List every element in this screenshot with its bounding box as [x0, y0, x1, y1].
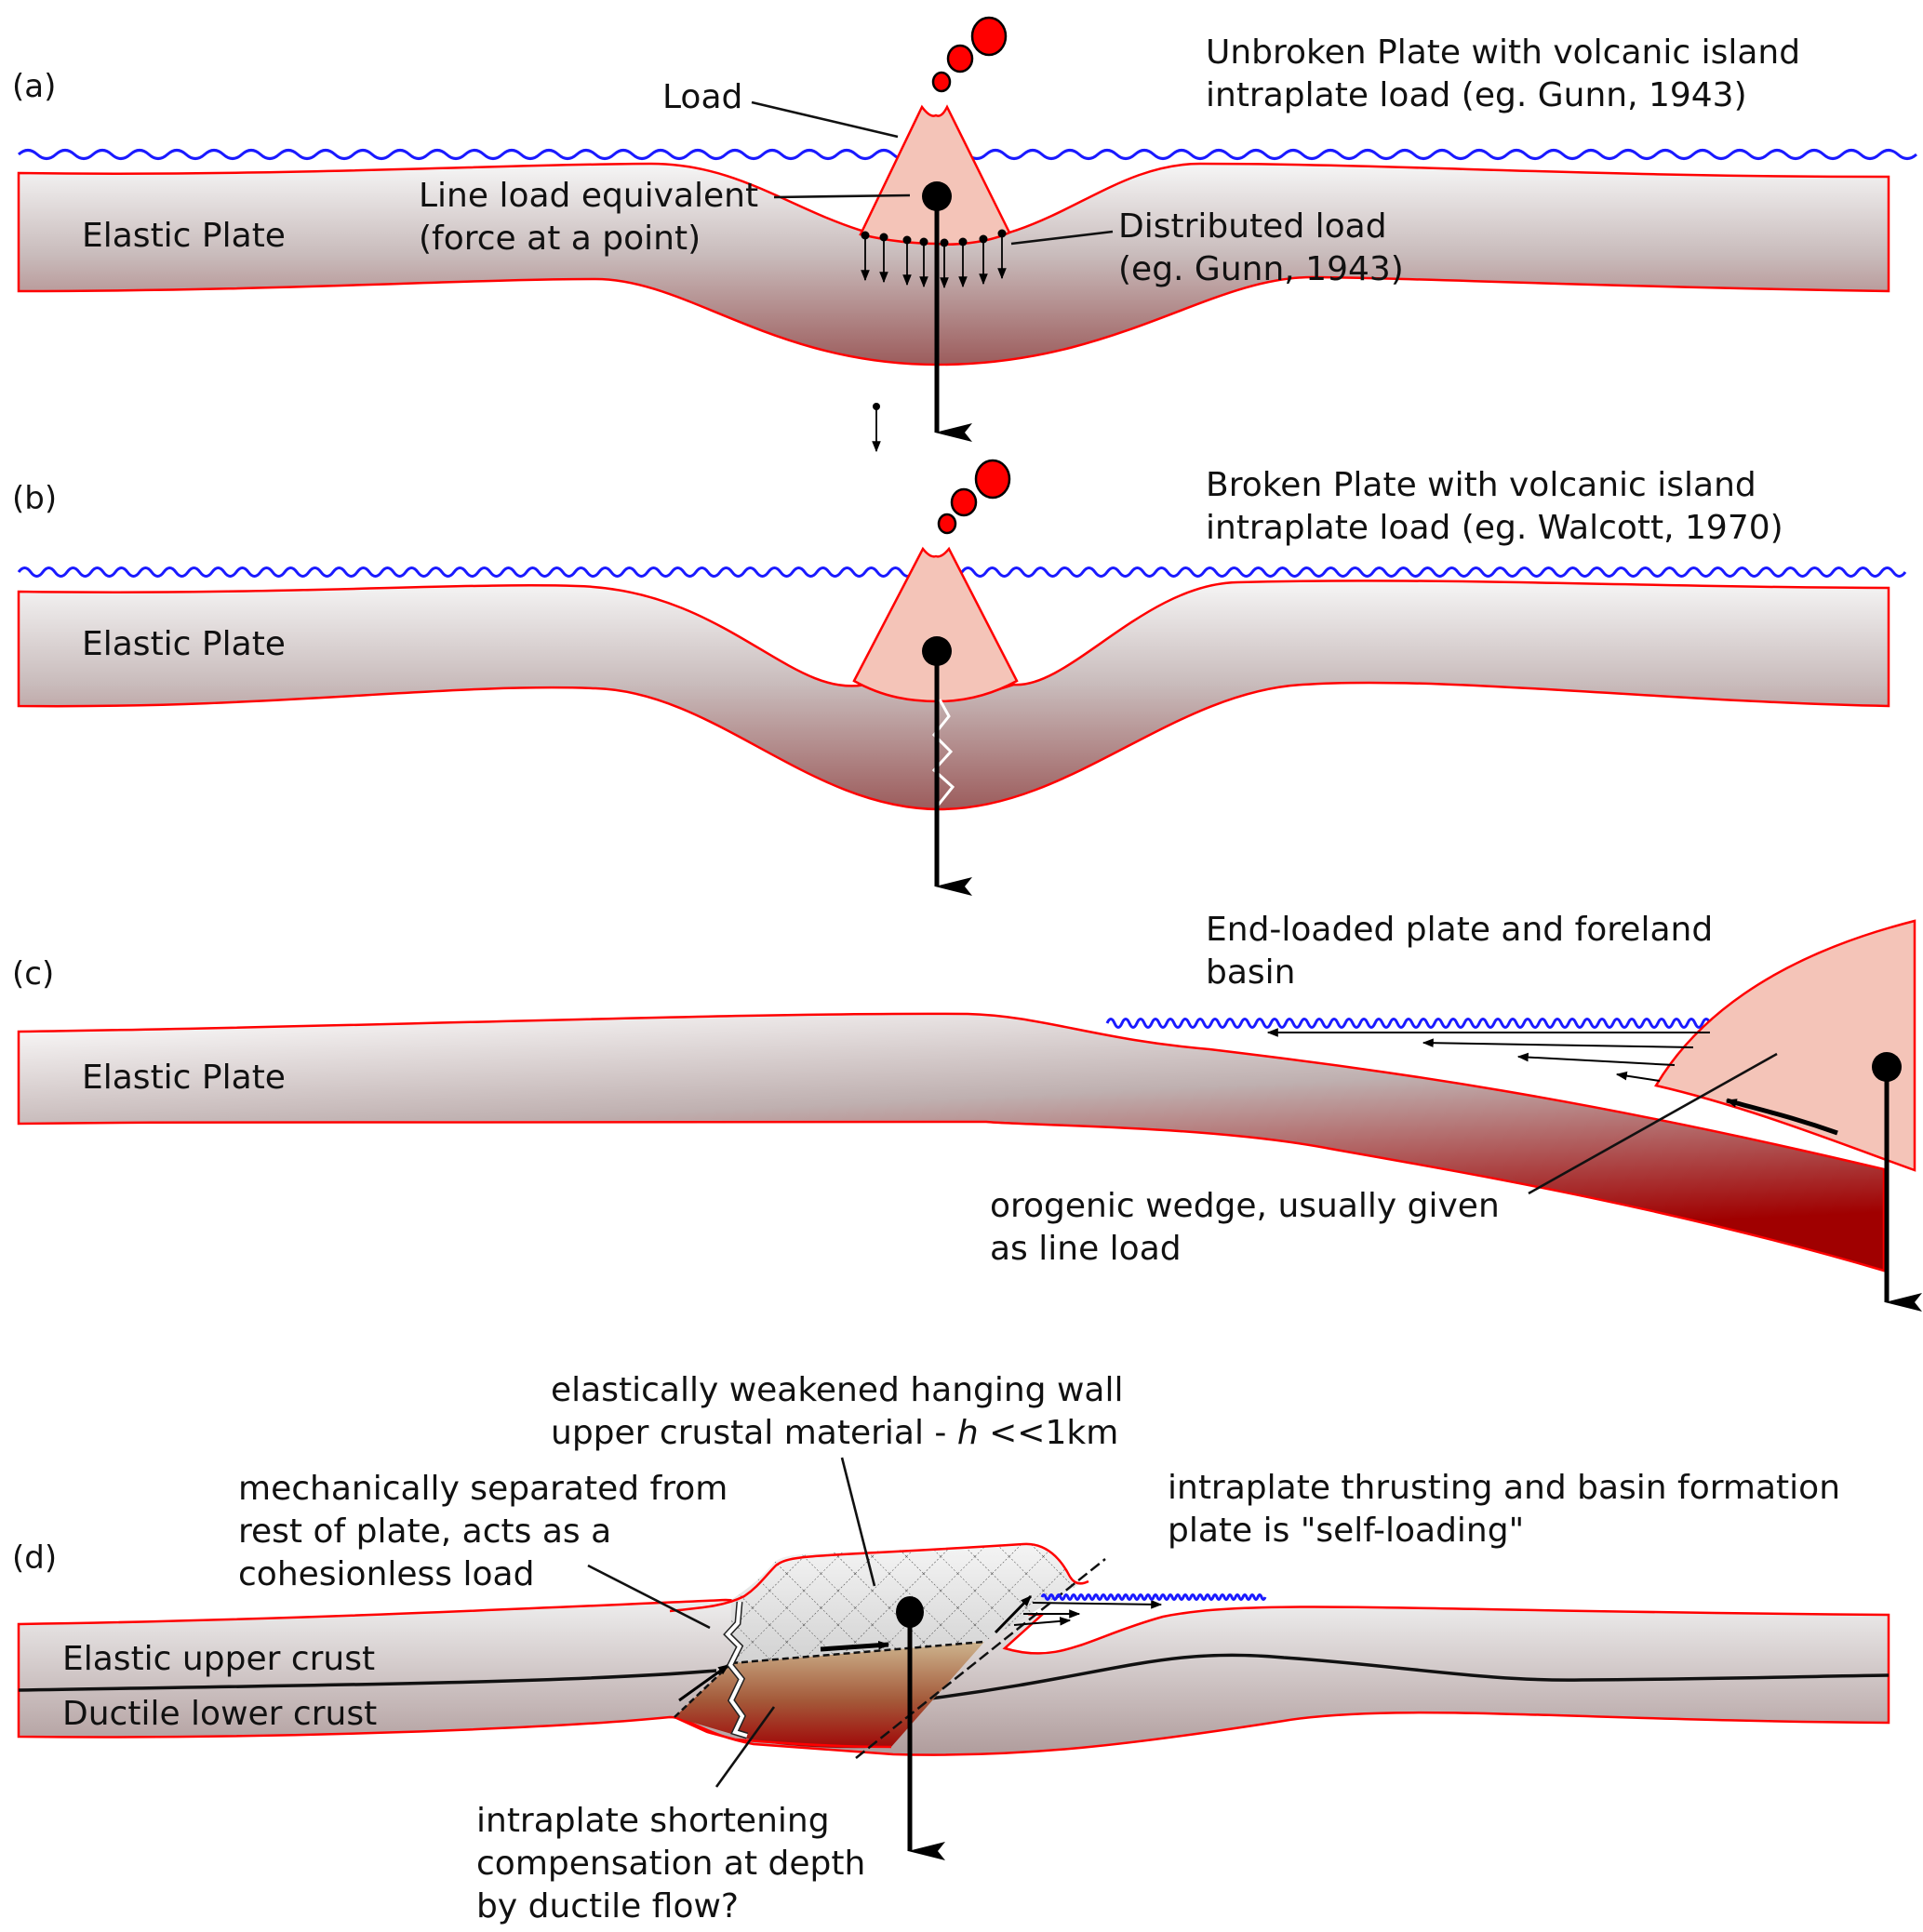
sea-level-water-icon — [1105, 1018, 1734, 1029]
line-load-point-icon — [896, 1596, 924, 1628]
wedge-leader-line — [1528, 1052, 1778, 1195]
basal-slip-arrow-icon — [1725, 1098, 1838, 1136]
separated-label-line2: rest of plate, acts as a — [238, 1512, 611, 1551]
hanging-wall-label-line2: upper crustal material - h <<1km — [551, 1414, 1118, 1452]
hanging-wall-leader-line — [840, 1457, 876, 1587]
load-leader-line — [751, 100, 899, 139]
panel-c-tag: (c) — [12, 955, 54, 993]
shortening-label-line3: by ductile flow? — [476, 1887, 739, 1925]
panel-b: (b) Broken Plate with volcanic island in… — [12, 459, 1907, 896]
thickness-value: <<1km — [979, 1414, 1119, 1452]
panel-d: (d) intraplate thrusting and basin forma… — [12, 1371, 1890, 1925]
line-load-label-line1: Line load equivalent — [419, 177, 758, 215]
panel-b-title-line1: Broken Plate with volcanic island — [1206, 466, 1756, 504]
ash-cloud-icon — [931, 71, 952, 93]
crust-layer-boundary — [929, 1653, 1890, 1700]
panel-b-title-line2: intraplate load (eg. Walcott, 1970) — [1206, 509, 1783, 547]
volcanic-island-load — [852, 546, 1019, 703]
hanging-wall-label-line1: elastically weakened hanging wall — [551, 1371, 1123, 1409]
plate-fracture-fill — [725, 1601, 748, 1738]
shortening-label-line1: intraplate shortening — [476, 1802, 830, 1840]
distributed-load-leader-line — [1010, 230, 1114, 246]
separated-label-line1: mechanically separated from — [238, 1470, 728, 1508]
elastic-plate — [17, 162, 1890, 366]
line-load-leader-line — [773, 193, 911, 199]
thrust-arrow-icon — [1422, 1038, 1694, 1048]
ash-cloud-icon — [950, 487, 978, 517]
fault-slip-arrow-icon — [994, 1594, 1033, 1634]
panel-a-tag: (a) — [12, 68, 56, 105]
crust-layer-boundary — [18, 1669, 717, 1692]
panel-d-tag: (d) — [12, 1539, 57, 1577]
ash-cloud-icon — [937, 513, 957, 535]
orogenic-wedge-load — [1654, 919, 1916, 1172]
distributed-load-arrows — [861, 229, 1007, 289]
thrust-arrow-icon — [1615, 1071, 1661, 1082]
upper-crust-label: Elastic upper crust — [62, 1640, 375, 1678]
ash-cloud-icon — [974, 459, 1011, 500]
plate-label: Elastic Plate — [82, 625, 286, 663]
panel-b-tag: (b) — [12, 480, 57, 517]
separated-label-line3: cohesionless load — [238, 1555, 534, 1593]
panel-a-title-line1: Unbroken Plate with volcanic island — [1206, 33, 1800, 72]
thrust-arrow-icon — [1516, 1052, 1676, 1066]
detachment-slip-arrow-icon — [820, 1640, 890, 1652]
detachment-fault — [730, 1640, 985, 1665]
shortening-leader-line — [714, 1706, 776, 1788]
panel-d-title-line2: plate is "self-loading" — [1168, 1512, 1524, 1550]
plate-label: Elastic Plate — [82, 217, 286, 255]
panel-c: (c) End-loaded plate and foreland basin … — [12, 911, 1922, 1312]
elastic-plate — [17, 580, 1890, 811]
hanging-wall-outline — [669, 1542, 1089, 1613]
shortening-label-line2: compensation at depth — [476, 1845, 865, 1883]
ash-cloud-icon — [970, 16, 1008, 57]
line-load-point-icon — [1872, 1052, 1902, 1082]
thrust-fault — [855, 1558, 1106, 1759]
panel-d-title-line1: intraplate thrusting and basin formation — [1168, 1469, 1840, 1507]
lower-crust-outline — [674, 1715, 892, 1749]
panel-c-title-line2: basin — [1206, 953, 1296, 992]
hanging-wall-text: upper crustal material - — [551, 1414, 957, 1452]
thickness-symbol: h — [957, 1414, 979, 1452]
wedge-label-line2: as line load — [990, 1230, 1182, 1268]
lower-crust-label: Ductile lower crust — [62, 1695, 377, 1733]
line-load-label-line2: (force at a point) — [419, 220, 701, 258]
fault-slip-arrow-icon — [678, 1663, 729, 1702]
ash-cloud-icon — [946, 44, 974, 73]
load-label: Load — [662, 78, 742, 116]
basin-water-icon — [1040, 1593, 1267, 1601]
crustal-plate — [17, 1598, 1890, 1756]
separated-leader-line — [587, 1564, 711, 1630]
panel-c-title-line1: End-loaded plate and foreland — [1206, 911, 1713, 949]
plate-label: Elastic Plate — [82, 1059, 286, 1097]
basin-push-arrow-icon — [1032, 1600, 1163, 1609]
distributed-load-label-line1: Distributed load — [1118, 207, 1387, 246]
ductile-lower-crust-block — [674, 1642, 984, 1749]
plate-break-icon — [931, 699, 955, 806]
line-load-point-icon — [922, 181, 952, 211]
distributed-load-label-line2: (eg. Gunn, 1943) — [1118, 250, 1404, 288]
wedge-label-line1: orogenic wedge, usually given — [990, 1187, 1500, 1225]
line-load-point-icon — [922, 636, 952, 666]
elastic-plate — [17, 1012, 1886, 1272]
panel-a: (a) Unbroken Plate with volcanic island … — [12, 16, 1918, 453]
panel-a-title-line2: intraplate load (eg. Gunn, 1943) — [1206, 76, 1747, 114]
basin-push-arrow-icon — [1013, 1617, 1072, 1626]
